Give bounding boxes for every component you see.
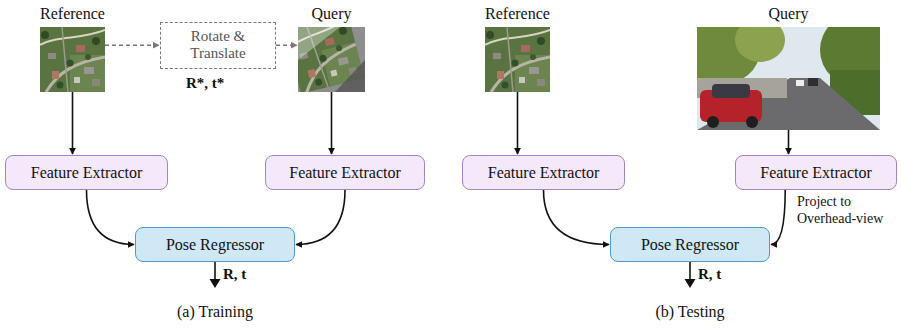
connector-arrow — [296, 190, 345, 245]
box-label: Rotate & Translate — [167, 28, 269, 63]
subfigure-caption: (a) Training — [177, 303, 253, 321]
image-heading: Query — [312, 5, 352, 23]
image-heading: Reference — [485, 5, 550, 23]
connector-arrow — [87, 190, 135, 245]
image-node: Query — [697, 27, 880, 130]
pose-symbol: R*, t* — [186, 75, 224, 92]
connector-arrow — [788, 130, 790, 154]
aerial-query-image — [298, 27, 365, 92]
process-box: Feature Extractor — [5, 155, 168, 190]
image-node: Reference — [40, 27, 105, 92]
subfigure-caption: (b) Testing — [655, 303, 724, 321]
box-label: Feature Extractor — [488, 164, 600, 182]
image-node: Reference — [485, 27, 550, 92]
process-box: Pose Regressor — [135, 227, 295, 262]
connector-arrow — [331, 92, 333, 154]
connector-arrow — [771, 190, 785, 245]
transform-box: Rotate & Translate — [160, 22, 276, 69]
image-heading: Query — [769, 5, 809, 23]
image-heading: Reference — [40, 5, 105, 23]
box-label: Pose Regressor — [641, 236, 739, 254]
aerial-image — [40, 27, 105, 92]
connector-arrow — [72, 92, 74, 154]
box-label: Feature Extractor — [31, 164, 143, 182]
connector-arrow — [544, 190, 610, 245]
box-label: Feature Extractor — [760, 164, 872, 182]
process-box: Feature Extractor — [265, 155, 425, 190]
output-symbol: R, t — [698, 266, 721, 283]
box-label: Pose Regressor — [166, 236, 264, 254]
output-symbol: R, t — [223, 266, 246, 283]
process-box: Pose Regressor — [610, 227, 770, 262]
connector-arrow — [517, 92, 519, 154]
process-box: Feature Extractor — [462, 155, 625, 190]
connector-arrow — [105, 44, 159, 46]
aerial-image — [485, 27, 550, 92]
box-label: Feature Extractor — [289, 164, 401, 182]
image-node: Query — [298, 27, 365, 92]
process-box: Feature Extractor — [735, 155, 897, 190]
street-image — [697, 27, 880, 130]
output-arrow — [210, 262, 696, 288]
edge-label: Project to Overhead-view — [795, 194, 895, 228]
connector-arrow — [276, 44, 297, 46]
